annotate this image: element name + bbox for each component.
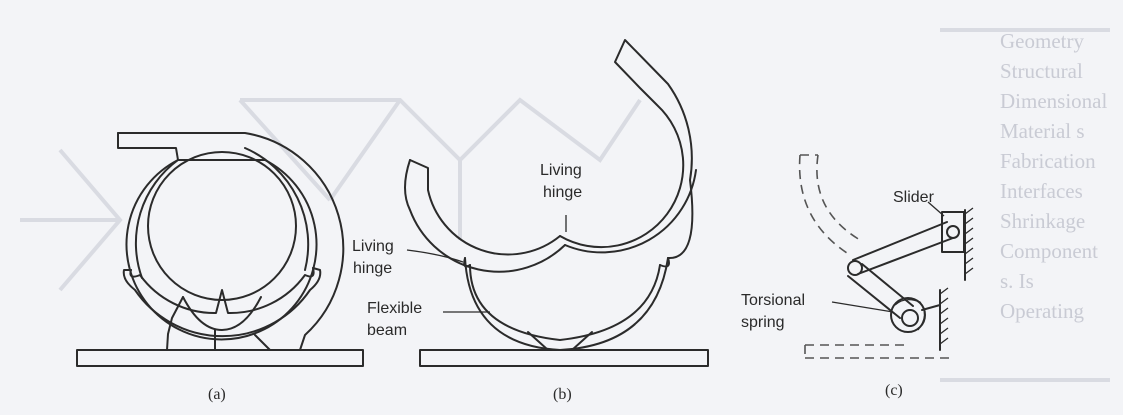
panel-c-slider-block — [941, 211, 965, 253]
svg-text:Component: Component — [1000, 239, 1098, 263]
svg-text:Fabrication: Fabrication — [1000, 149, 1096, 173]
label-flexible-beam: Flexible beam — [367, 300, 423, 339]
panel-b-clamp — [404, 39, 709, 367]
label-living-hinge-top: Living hinge — [540, 162, 583, 201]
panel-c-mechanism — [798, 154, 974, 360]
panel-a-ring — [125, 159, 318, 341]
panel-b-right-jaw — [559, 39, 694, 260]
svg-text:Operating: Operating — [1000, 299, 1084, 323]
background-show-through: Geometry Structural Dimensional Material… — [20, 28, 1110, 382]
panel-b-base-plate — [419, 349, 709, 367]
caption-a: (a) — [208, 386, 226, 403]
label-torsional-spring: Torsional spring — [741, 292, 806, 331]
panel-a-clamp — [76, 132, 364, 367]
caption-b: (b) — [553, 386, 572, 403]
caption-c: (c) — [885, 382, 903, 399]
panel-a-base-plate — [76, 349, 364, 367]
panel-b-flexible-beam — [469, 264, 661, 341]
panel-c-jaw-outline — [798, 154, 861, 256]
svg-text:Structural: Structural — [1000, 59, 1083, 83]
svg-text:Interfaces: Interfaces — [1000, 179, 1083, 203]
svg-text:s. Is: s. Is — [1000, 269, 1034, 293]
panel-c-link-upper — [852, 221, 954, 275]
panel-a-held-tube — [147, 151, 297, 301]
svg-text:Geometry: Geometry — [1000, 29, 1084, 53]
label-slider: Slider — [893, 189, 934, 206]
label-living-hinge-left: Living hinge — [352, 238, 394, 277]
panel-b-left-jaw — [409, 159, 561, 256]
svg-text:Shrinkage: Shrinkage — [1000, 209, 1085, 233]
panel-a-cradle — [129, 267, 315, 315]
svg-text:Material s: Material s — [1000, 119, 1085, 143]
panel-a-outer-arm — [117, 132, 345, 351]
svg-text:Dimensional: Dimensional — [1000, 89, 1107, 113]
